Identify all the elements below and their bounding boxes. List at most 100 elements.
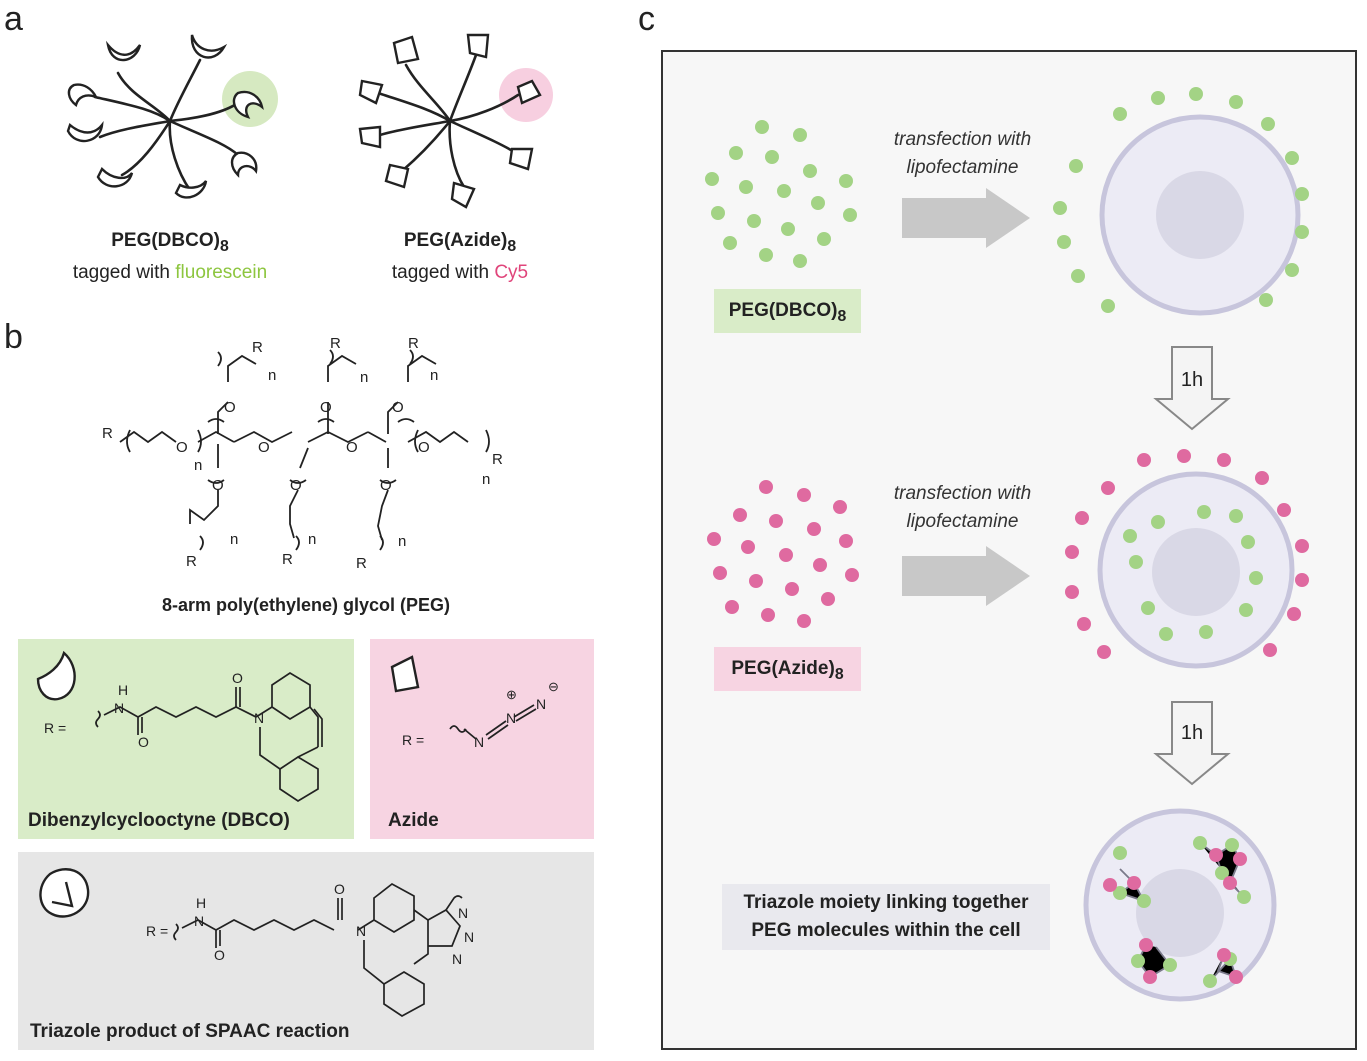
transfection-label-2-line1: transfection with: [893, 483, 1032, 504]
atom-r-left: R: [102, 425, 113, 442]
triazole-r-equals: R =: [146, 923, 168, 939]
atom-n-top-3: n: [430, 367, 438, 384]
triazole-n1-label: N: [458, 905, 468, 921]
transfection-label-1: transfection with lipofectamine: [870, 126, 1055, 182]
atom-r-bottom-2: R: [282, 551, 293, 568]
atom-r-top-1: R: [252, 339, 263, 356]
peg-azide-dots: [707, 480, 859, 628]
transfection-label-2-line2: lipofectamine: [906, 511, 1019, 532]
final-description-box: Triazole moiety linking together PEG mol…: [722, 884, 1050, 950]
atom-o-top-1: O: [224, 399, 236, 416]
peg-dbco-label-subscript: 8: [837, 307, 847, 325]
peg-dbco-caption: PEG(DBCO)8 tagged with fluorescein: [40, 230, 300, 284]
transfection-label-1-line2: lipofectamine: [906, 157, 1019, 178]
dbco-n-ring-label: N: [254, 710, 264, 726]
peg-dbco-tag-prefix: tagged with: [72, 261, 176, 283]
time-arrow-1: [1153, 346, 1231, 431]
peg-dbco-label: PEG(DBCO): [728, 300, 838, 321]
time-label-2: 1h: [1180, 722, 1204, 744]
cell-3-green-dots: [1113, 836, 1251, 988]
cell-2-internal-green-dots: [1123, 505, 1263, 641]
final-description-line2: PEG molecules within the cell: [751, 920, 1021, 941]
atom-r-bottom-1: R: [186, 553, 197, 570]
azide-n1-label: N: [474, 734, 484, 750]
dbco-n-amide-label: N: [114, 700, 124, 716]
azide-structure: R = N N N ⊕ ⊖: [390, 655, 559, 750]
peg-dbco-tag-dye: fluorescein: [175, 261, 268, 283]
cell-1-outer-green-dots: [1053, 87, 1309, 313]
atom-n-right: n: [482, 471, 490, 488]
dbco-structure: H N O O N R =: [36, 650, 323, 803]
atom-r-right: R: [492, 451, 503, 468]
triazole-n2-label: N: [464, 929, 474, 945]
dbco-r-equals: R =: [44, 720, 66, 736]
atom-n-left: n: [194, 457, 202, 474]
peg-structure-caption: 8-arm poly(ethylene) glycol (PEG): [161, 595, 451, 615]
cell-stage-3: [1083, 808, 1277, 1002]
cell-2-outer-pink-dots: [1065, 449, 1309, 659]
peg-azide-label-box: PEG(Azide)8: [714, 647, 861, 691]
peg-dbco-title: PEG(DBCO): [111, 230, 220, 251]
dbco-h-label: H: [118, 682, 128, 698]
triazole-shape-icon: [39, 868, 90, 918]
transfection-arrow-2: [902, 546, 1030, 606]
panel-c-letter: c: [638, 0, 655, 38]
atom-n-bottom-1: n: [230, 531, 238, 548]
atom-r-top-3: R: [408, 335, 419, 352]
panel-b-letter: b: [4, 318, 23, 356]
atom-o-right: O: [418, 439, 430, 456]
final-description-line1: Triazole moiety linking together: [743, 892, 1029, 913]
peg-azide-tag-prefix: tagged with: [391, 261, 495, 283]
atom-o-bottom-2: O: [290, 477, 302, 494]
atom-n-bottom-2: n: [308, 531, 316, 548]
peg-dbco-label-box: PEG(DBCO)8: [714, 289, 861, 333]
peg-azide-caption: PEG(Azide)8 tagged with Cy5: [330, 230, 590, 284]
cell-stage-2: [1065, 449, 1309, 669]
peg-azide-star-illustration: [358, 33, 553, 209]
triazole-n-amide-label: N: [194, 913, 204, 929]
triazole-n3-label: N: [452, 951, 462, 967]
atom-o-bottom-3: O: [380, 477, 392, 494]
transfection-label-2: transfection with lipofectamine: [870, 480, 1055, 536]
atom-o-center-right: O: [346, 439, 358, 456]
dbco-o-ketone-label: O: [232, 670, 243, 686]
peg-azide-label-subscript: 8: [834, 665, 844, 683]
atom-o-top-3: O: [392, 399, 404, 416]
azide-r-equals: R =: [402, 732, 424, 748]
cell-stage-1: [1053, 87, 1309, 316]
dbco-shape-icon: [36, 650, 76, 701]
atom-o-center-left: O: [258, 439, 270, 456]
atom-o-bottom-1: O: [212, 477, 224, 494]
time-arrow-2: [1153, 701, 1231, 786]
triazole-h-label: H: [196, 895, 206, 911]
panel-a-letter: a: [4, 0, 23, 38]
atom-r-bottom-3: R: [356, 555, 367, 572]
triazole-n-ring-label: N: [356, 923, 366, 939]
triazole-structure: R = H N O O N N N N: [39, 868, 474, 1017]
peg-azide-tag-dye: Cy5: [494, 261, 529, 283]
cell-1-nucleus: [1156, 171, 1244, 259]
atom-o-top-2: O: [320, 399, 332, 416]
triazole-o-ketone-label: O: [334, 881, 345, 897]
atom-o-left: O: [176, 439, 188, 456]
cell-3-pink-dots: [1103, 848, 1247, 984]
transfection-label-1-line1: transfection with: [893, 129, 1032, 150]
time-label-1: 1h: [1180, 369, 1204, 391]
cell-2-nucleus: [1152, 528, 1240, 616]
azide-plus-charge: ⊕: [506, 687, 517, 702]
azide-n3-label: N: [536, 696, 546, 712]
peg-azide-subscript: 8: [507, 237, 517, 255]
transfection-arrow-1: [902, 188, 1030, 248]
dbco-o-amide-label: O: [138, 734, 149, 750]
peg-8-arm-structure: R O n O O O R n O O O R R R n n n O O O …: [102, 335, 503, 572]
peg-dbco-star-illustration: [66, 34, 278, 199]
triazole-o-amide-label: O: [214, 947, 225, 963]
azide-box-label: Azide: [388, 810, 439, 831]
cell-3-nucleus: [1136, 869, 1224, 957]
atom-r-top-2: R: [330, 335, 341, 352]
triazole-box-label: Triazole product of SPAAC reaction: [30, 1021, 350, 1042]
atom-n-bottom-3: n: [398, 533, 406, 550]
peg-azide-label: PEG(Azide): [731, 658, 835, 679]
peg-azide-title: PEG(Azide): [403, 230, 508, 251]
atom-n-top-2: n: [360, 369, 368, 386]
